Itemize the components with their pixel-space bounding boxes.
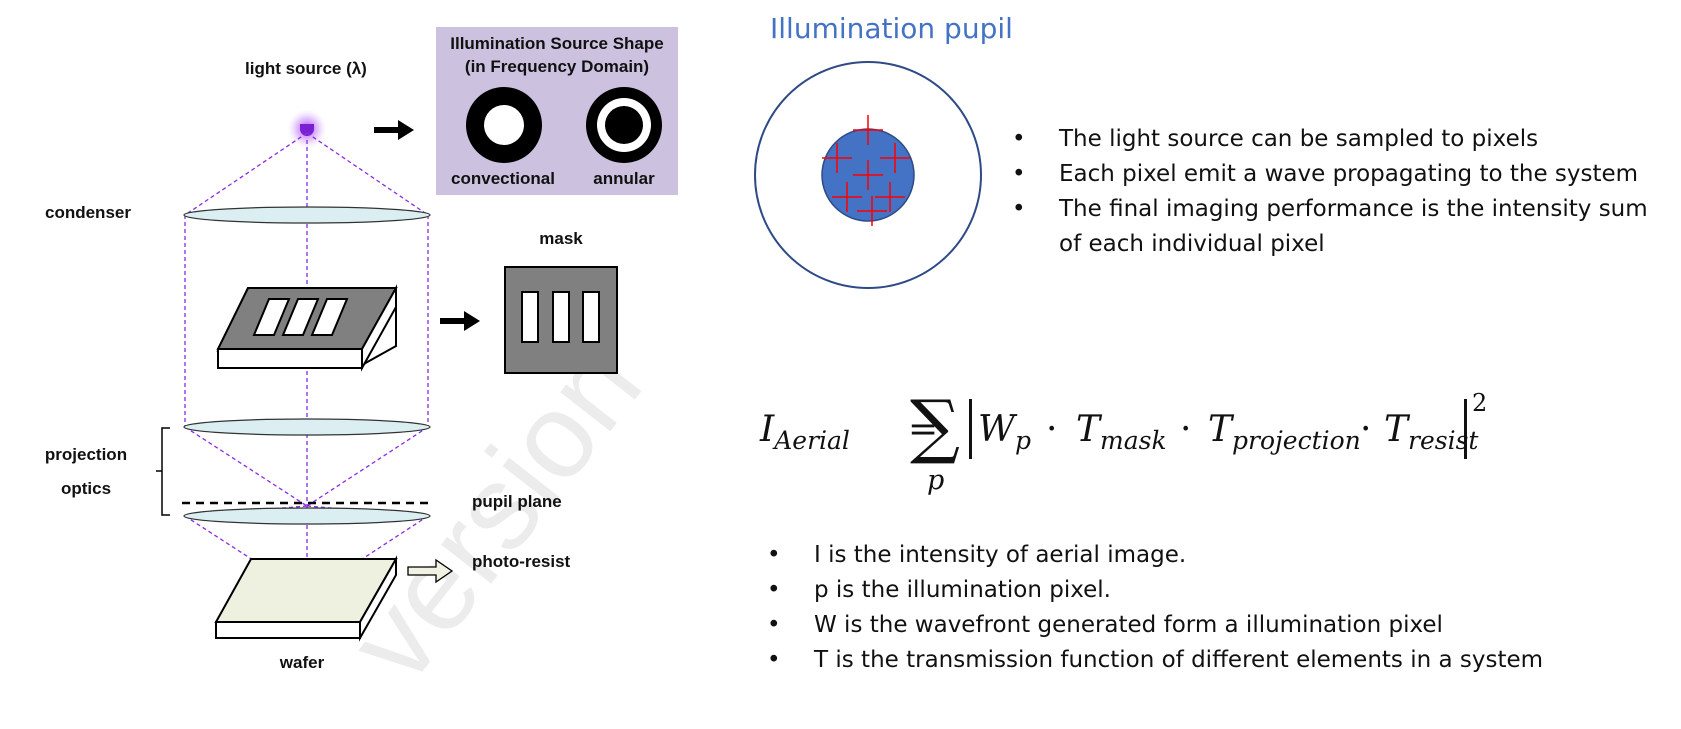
wafer-3d bbox=[214, 555, 398, 642]
formula-dot: · bbox=[1180, 409, 1192, 450]
conventional-source-center bbox=[484, 105, 524, 145]
formula-lhs: IAerial bbox=[760, 409, 850, 455]
sample-pixel-markers bbox=[822, 115, 910, 226]
definition-item: p is the illumination pixel. bbox=[767, 573, 1627, 608]
definition-item: I is the intensity of aerial image. bbox=[767, 538, 1627, 573]
pupil-bullet-list: The light source can be sampled to pixel… bbox=[1012, 122, 1672, 262]
condenser-label: condenser bbox=[45, 203, 131, 222]
definitions-list: I is the intensity of aerial image. p is… bbox=[767, 538, 1627, 678]
mask-slit bbox=[582, 291, 600, 343]
illumination-pupil-title: Illumination pupil bbox=[770, 12, 1013, 45]
annular-label: annular bbox=[593, 169, 655, 188]
annular-source-center bbox=[605, 106, 643, 144]
formula-abs-left bbox=[969, 399, 972, 459]
formula-sum-symbol: ∑ bbox=[910, 385, 960, 467]
aerial-image-formula: IAerial = ∑ p Wp · Tmask · Tprojection ·… bbox=[760, 385, 1487, 505]
pupil-bullet: The light source can be sampled to pixel… bbox=[1012, 122, 1672, 157]
arrow-to-mask bbox=[440, 311, 480, 331]
pupil-bullet: Each pixel emit a wave propagating to th… bbox=[1012, 157, 1672, 192]
definition-item: T is the transmission function of differ… bbox=[767, 643, 1627, 678]
formula-t-mask: Tmask bbox=[1076, 409, 1167, 455]
light-source-icon bbox=[300, 124, 314, 136]
mask-slit bbox=[521, 291, 539, 343]
formula-w-term: Wp bbox=[978, 409, 1032, 455]
formula-dot: · bbox=[1046, 409, 1058, 450]
formula-power: 2 bbox=[1472, 389, 1488, 417]
projection-label-line1: projection bbox=[45, 445, 127, 464]
wafer-label: wafer bbox=[279, 653, 325, 672]
formula-abs-right bbox=[1464, 399, 1467, 459]
mask-label: mask bbox=[539, 229, 583, 248]
formula-equals: = bbox=[908, 409, 939, 450]
projection-lens-upper bbox=[183, 418, 431, 436]
conventional-label: convectional bbox=[451, 169, 555, 188]
source-shape-title-line1: Illumination Source Shape bbox=[450, 34, 663, 53]
illumination-pupil-diagram bbox=[754, 61, 982, 289]
photo-resist-label: photo-resist bbox=[472, 552, 571, 571]
light-source-label: light source (λ) bbox=[245, 59, 367, 78]
pupil-plane-label: pupil plane bbox=[472, 492, 562, 511]
formula-sum-index: p bbox=[927, 465, 945, 496]
lithography-system-diagram: version light source (λ) Illumination So… bbox=[45, 27, 678, 706]
projection-lens-lower bbox=[183, 507, 431, 525]
projection-optics-bracket bbox=[156, 427, 170, 516]
arrow-to-source-shape bbox=[374, 120, 414, 140]
photo-resist-arrow bbox=[407, 558, 454, 584]
condenser-lens bbox=[183, 206, 431, 224]
formula-t-projection: Tprojection bbox=[1208, 409, 1361, 455]
formula-dot: · bbox=[1360, 409, 1372, 450]
mask-3d bbox=[216, 284, 398, 372]
source-shape-title-line2: (in Frequency Domain) bbox=[465, 57, 649, 76]
pupil-bullet: The final imaging performance is the int… bbox=[1012, 192, 1672, 262]
mask-slit bbox=[552, 291, 570, 343]
projection-label-line2: optics bbox=[61, 479, 111, 498]
definition-item: W is the wavefront generated form a illu… bbox=[767, 608, 1627, 643]
